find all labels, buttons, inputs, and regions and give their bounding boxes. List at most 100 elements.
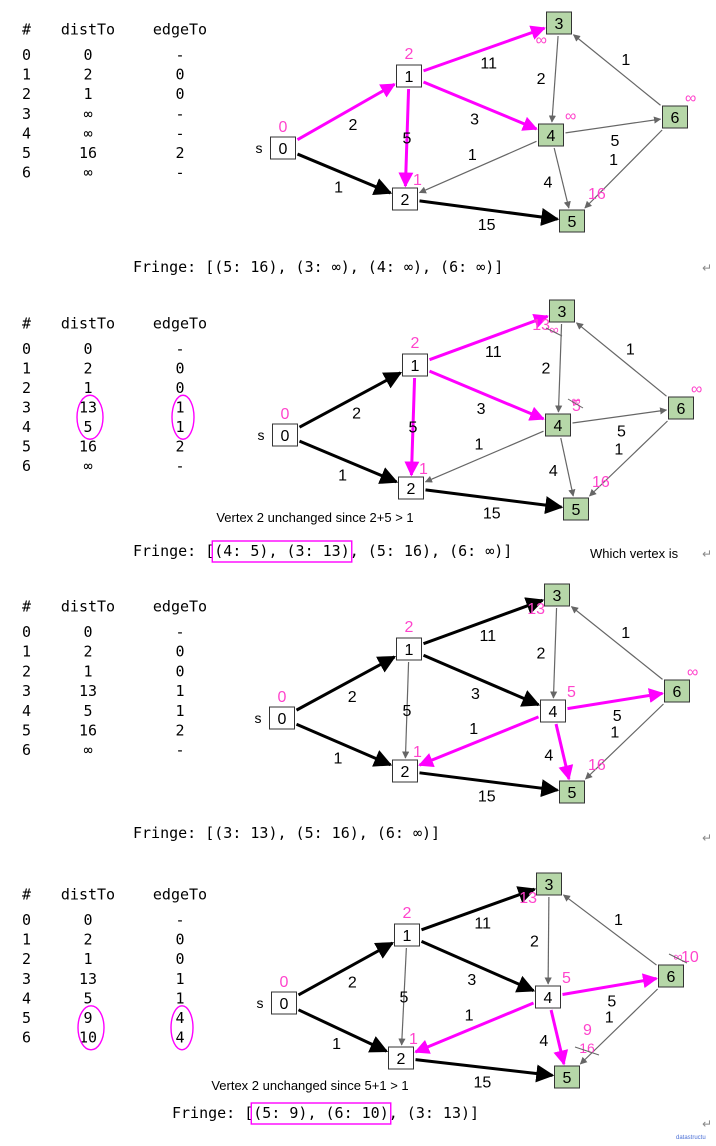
explanation-note: Vertex 2 unchanged since 5+1 > 1: [211, 1078, 408, 1093]
strike-line: [574, 1046, 600, 1056]
edge-2-5: [425, 488, 564, 515]
table-header: edgeTo: [153, 885, 207, 903]
edge-4-6: [565, 116, 662, 134]
table-cell: 2: [175, 722, 184, 740]
dist-label-0: 0: [279, 119, 288, 136]
table-cell: 4: [22, 418, 31, 436]
vertex-4: [540, 699, 566, 723]
edge-0-2: [296, 152, 393, 195]
vertex-label: 1: [411, 358, 420, 375]
vertex-4: [545, 413, 571, 437]
dist-label-1: 2: [411, 335, 420, 352]
vertex-label: 6: [667, 969, 676, 986]
table-cell: 1: [22, 931, 31, 949]
changed-edgeto-highlight: [170, 1005, 194, 1051]
table-cell: 0: [175, 662, 184, 680]
table-cell: 2: [22, 662, 31, 680]
edge-3-4: [548, 35, 559, 123]
side-note: Which vertex is: [590, 546, 679, 561]
edge-weight-4-2: 1: [465, 1008, 474, 1025]
edge-weight-1-2: 5: [403, 131, 412, 148]
edge-weight-6-3: 1: [614, 912, 623, 929]
edge-weight-0-1: 2: [352, 405, 361, 422]
edge-weight-6-5: 1: [610, 724, 619, 741]
dist-label-5: 16: [592, 474, 610, 491]
edge-weight-1-2: 5: [400, 990, 409, 1007]
dist-label-6: 10: [681, 949, 699, 966]
vertex-label: 3: [558, 304, 567, 321]
edge-weight-4-2: 1: [468, 147, 477, 164]
table-cell: 0: [22, 911, 31, 929]
edge-2-5: [419, 771, 560, 798]
table-cell: 13: [79, 970, 97, 988]
vertex-label: 0: [280, 996, 289, 1013]
table-header: #: [22, 20, 31, 38]
edge-1-3: [423, 25, 546, 73]
table-cell: 1: [22, 66, 31, 84]
edge-1-4: [420, 940, 536, 993]
edge-weight-4-2: 1: [475, 437, 484, 454]
changed-edgeto-highlight: [171, 394, 195, 440]
fringe-highlight-box: [211, 540, 353, 563]
edge-4-6: [562, 973, 658, 997]
dist-label-0: 0: [280, 974, 289, 991]
edge-6-5: [588, 420, 668, 497]
edge-6-3: [572, 34, 661, 106]
vertex-label: 2: [407, 481, 416, 498]
table-cell: 2: [22, 950, 31, 968]
dist-label-4: 5: [567, 684, 576, 701]
table-cell: 1: [175, 989, 184, 1007]
table-cell: 2: [83, 66, 92, 84]
table-cell: 0: [83, 340, 92, 358]
table-cell: 1: [175, 970, 184, 988]
table-cell: 10: [79, 1029, 97, 1047]
table-cell: 0: [22, 340, 31, 358]
dist-label-0: 0: [278, 689, 287, 706]
table-cell: ∞: [83, 105, 92, 123]
table-cell: 0: [83, 46, 92, 64]
table-cell: 1: [175, 702, 184, 720]
vertex-label: 0: [281, 428, 290, 445]
vertex-label: 2: [401, 764, 410, 781]
edge-1-4: [422, 653, 541, 707]
table-cell: 4: [175, 1029, 184, 1047]
edge-weight-4-6: 5: [607, 993, 616, 1010]
dist-label-3: 13: [532, 317, 550, 334]
edge-weight-3-4: 2: [537, 71, 546, 88]
table-cell: 0: [175, 950, 184, 968]
table-cell: 1: [83, 85, 92, 103]
vertex-label: 1: [405, 69, 414, 86]
source-label: s: [257, 995, 264, 1011]
edge-0-1: [298, 371, 403, 429]
edge-weight-2-5: 15: [483, 505, 501, 522]
vertex-label: 4: [554, 418, 563, 435]
vertex-label: 6: [673, 684, 682, 701]
table-header: edgeTo: [153, 597, 207, 615]
table-cell: -: [175, 124, 184, 142]
dist-label-1: 2: [405, 46, 414, 63]
vertex-6: [664, 679, 690, 703]
table-cell: 0: [175, 379, 184, 397]
strike-line: [668, 953, 688, 964]
edge-weight-2-5: 15: [474, 1074, 492, 1091]
fringe-text: Fringe: [(5: 16), (3: ∞), (4: ∞), (6: ∞)…: [133, 258, 503, 276]
edge-weight-2-5: 15: [478, 788, 496, 805]
dist-label-1: 2: [403, 905, 412, 922]
edge-2-5: [415, 1058, 555, 1083]
table-cell: 5: [22, 144, 31, 162]
edge-weight-1-3: 11: [479, 628, 496, 645]
vertex-label: 5: [568, 214, 577, 231]
strike-line: [545, 327, 563, 337]
dist-label-2: 1: [409, 1031, 418, 1048]
dist-label-0: 0: [281, 406, 290, 423]
edge-4-6: [567, 688, 664, 711]
table-cell: -: [175, 741, 184, 759]
vertex-5: [554, 1065, 580, 1089]
table-header: #: [22, 315, 31, 333]
table-cell: -: [175, 623, 184, 641]
struck-label: 16: [579, 1040, 595, 1056]
edge-6-5: [584, 703, 664, 780]
table-cell: 1: [175, 682, 184, 700]
edge-weight-0-2: 1: [334, 179, 343, 196]
edge-0-1: [297, 941, 395, 997]
